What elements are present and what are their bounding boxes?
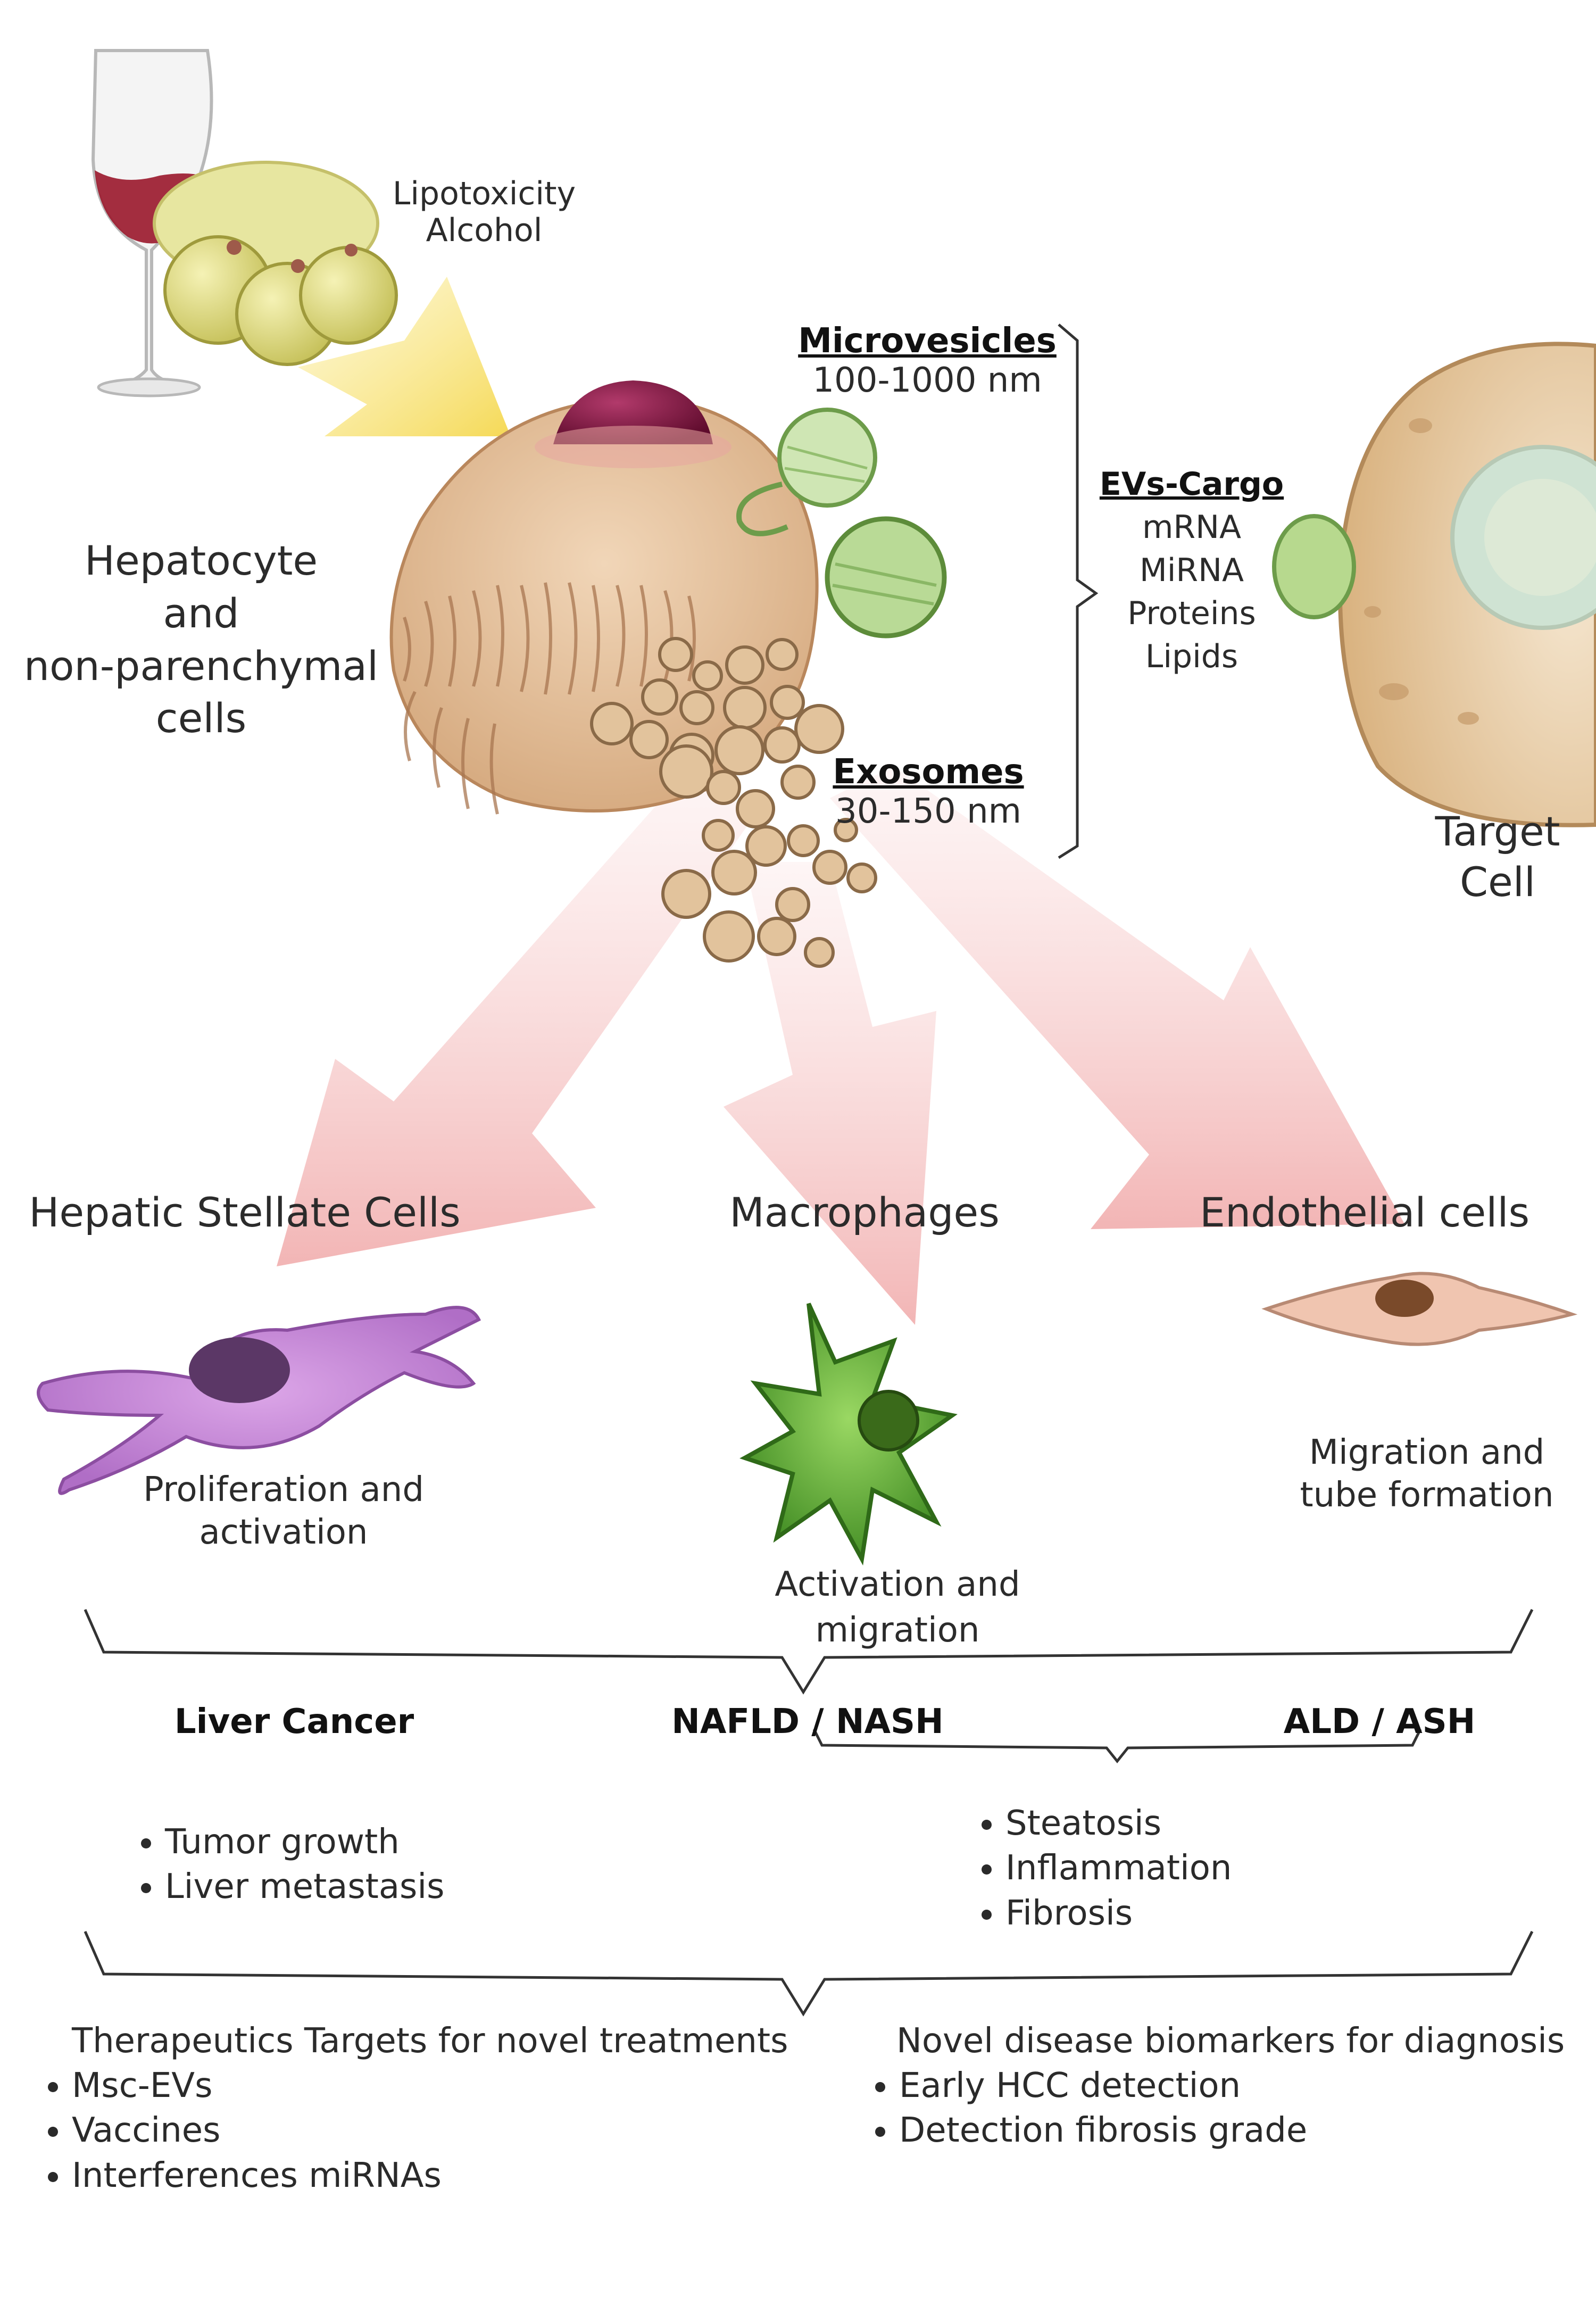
vesicle-bracket <box>1058 324 1099 859</box>
list-item: Inflammation <box>1005 1846 1232 1890</box>
cargo-title: EVs-Cargo <box>1099 466 1284 503</box>
cargo-item: Lipids <box>1145 638 1238 675</box>
list-item: Detection fibrosis grade <box>899 2108 1307 2153</box>
biomarker-title: Novel disease biomarkers for diagnosis <box>896 2021 1565 2061</box>
endothelial-effect-line-2: tube formation <box>1300 1475 1554 1515</box>
delivery-arrows <box>277 766 1404 1325</box>
list-item: Fibrosis <box>1005 1891 1232 1936</box>
microvesicles-icon <box>736 408 947 638</box>
list-item: Liver metastasis <box>165 1864 445 1909</box>
effects-bracket <box>84 1608 1534 1695</box>
ald-ash-label: ALD / ASH <box>1283 1702 1476 1742</box>
trigger-line-1: Lipotoxicity <box>392 175 576 212</box>
list-item: Steatosis <box>1005 1801 1232 1846</box>
therapy-title: Therapeutics Targets for novel treatment… <box>72 2021 788 2061</box>
stellate-effect: Proliferation and activation <box>143 1469 424 1554</box>
exosomes-size: 30-150 nm <box>835 791 1021 831</box>
target-cell <box>1272 342 1596 827</box>
macrophage-effect: Activation and migration <box>775 1562 1020 1654</box>
cargo-item: MiRNA <box>1139 552 1244 589</box>
target-cell-label: Target Cell <box>1435 806 1560 907</box>
stellate-cell <box>37 1306 481 1495</box>
source-line-3: non-parenchymal <box>23 642 379 690</box>
nafld-nash-label: NAFLD / NASH <box>671 1702 944 1742</box>
trigger-label: Lipotoxicity Alcohol <box>393 176 576 249</box>
source-line-2: and <box>163 589 239 637</box>
macrophage-effect-line-2: migration <box>815 1611 980 1651</box>
lipotoxicity-arrow <box>298 277 511 436</box>
cancer-effects-list: Tumor growth Liver metastasis <box>128 1820 445 1910</box>
list-item: Early HCC detection <box>899 2063 1307 2108</box>
target-line-1: Target <box>1435 808 1560 855</box>
liver-effects-list: Steatosis Inflammation Fibrosis <box>968 1801 1232 1936</box>
endothelial-title: Endothelial cells <box>1199 1189 1530 1236</box>
macrophages-title: Macrophages <box>729 1189 1000 1236</box>
adipocyte-cluster-icon <box>153 161 398 366</box>
biomarker-list: Early HCC detection Detection fibrosis g… <box>862 2063 1307 2153</box>
microvesicles-size: 100-1000 nm <box>812 360 1042 400</box>
liver-cancer-label: Liver Cancer <box>174 1702 414 1742</box>
cargo-label: EVs-Cargo mRNA MiRNA Proteins Lipids <box>1100 463 1284 678</box>
stellate-effect-line-2: activation <box>199 1513 368 1552</box>
endothelial-effect-line-1: Migration and <box>1309 1433 1545 1472</box>
source-line-1: Hepatocyte <box>84 537 318 584</box>
macrophage-effect-line-1: Activation and <box>775 1565 1020 1604</box>
macrophage-cell <box>739 1303 958 1566</box>
list-item: Vaccines <box>72 2108 442 2153</box>
list-item: Tumor growth <box>165 1820 445 1864</box>
liver-disease-bracket <box>812 1728 1422 1764</box>
microvesicles-label: Microvesicles 100-1000 nm <box>798 321 1057 400</box>
exosomes-title: Exosomes <box>833 752 1024 792</box>
cargo-item: mRNA <box>1142 509 1242 546</box>
outcomes-bracket <box>84 1930 1534 2017</box>
endothelial-effect: Migration and tube formation <box>1300 1431 1553 1516</box>
stellate-title: Hepatic Stellate Cells <box>29 1189 461 1236</box>
endothelial-cell <box>1261 1272 1578 1346</box>
list-item: Msc-EVs <box>72 2063 442 2108</box>
source-cells-label: Hepatocyte and non-parenchymal cells <box>24 535 378 745</box>
list-item: Interferences miRNAs <box>72 2153 442 2198</box>
stellate-effect-line-1: Proliferation and <box>143 1470 424 1510</box>
therapy-list: Msc-EVs Vaccines Interferences miRNAs <box>35 2063 442 2198</box>
cargo-item: Proteins <box>1127 595 1256 632</box>
source-line-4: cells <box>155 694 247 742</box>
microvesicles-title: Microvesicles <box>798 321 1057 361</box>
wine-glass-icon <box>91 49 213 397</box>
target-line-2: Cell <box>1459 858 1536 906</box>
trigger-line-2: Alcohol <box>426 212 543 249</box>
exosomes-icon <box>590 637 877 968</box>
exosomes-label: Exosomes 30-150 nm <box>833 752 1024 831</box>
